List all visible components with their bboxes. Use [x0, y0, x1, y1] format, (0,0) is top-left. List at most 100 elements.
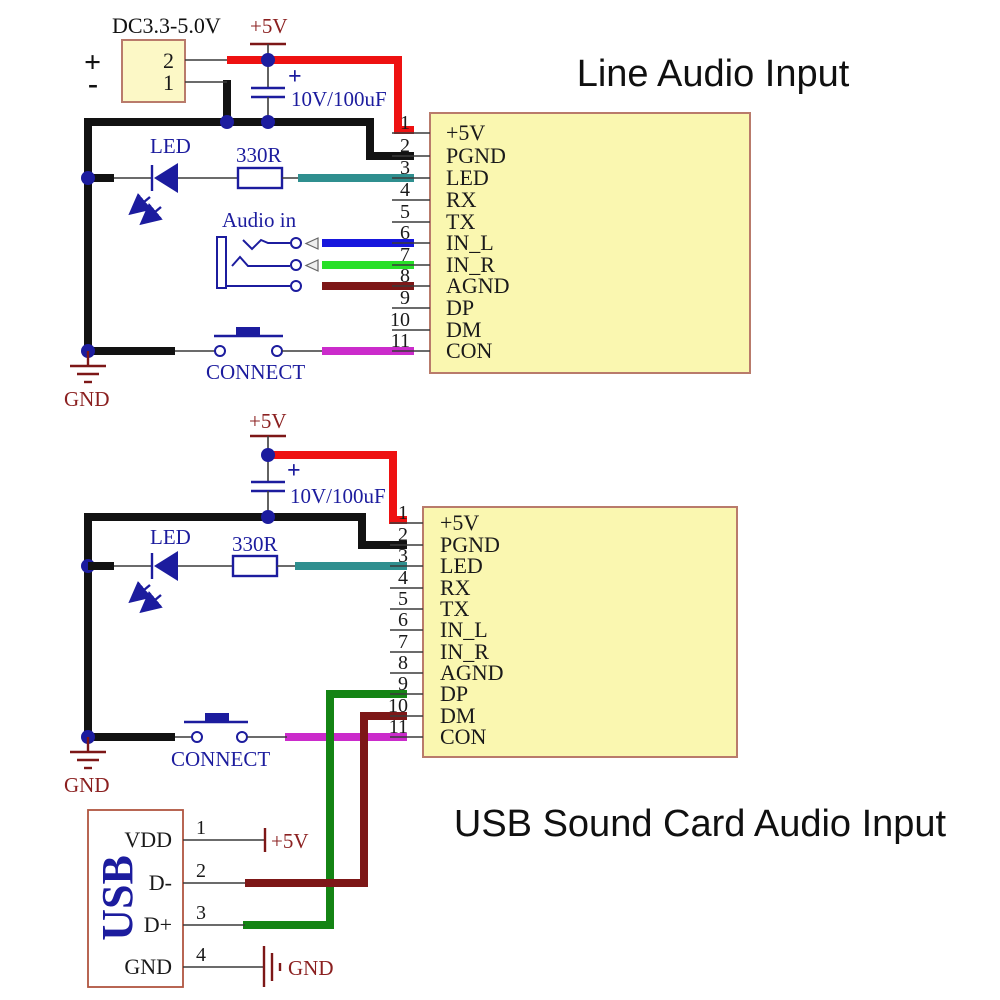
pin-label: CON: [446, 338, 493, 363]
jack-contact-terminal: [290, 237, 302, 249]
jack-contact-terminal: [290, 280, 302, 292]
top-5v-rail-label: +5V: [250, 14, 288, 38]
usb-pins: VDD 1 +5V D- 2 D+ 3 GND 4 GND: [124, 817, 334, 987]
bottom-module-box: [422, 506, 738, 758]
pin-label: IN_R: [440, 639, 489, 664]
usb-pin-number: 3: [196, 902, 206, 924]
usb-dp-wire: [243, 690, 407, 929]
top-led-emission-arrow: [139, 202, 163, 226]
junction-dot: [220, 115, 234, 129]
pin-label: DP: [446, 295, 474, 320]
dc-connector-box: [121, 39, 186, 103]
dc-pin1-number: 1: [163, 70, 174, 95]
usb-pin-name: GND: [124, 954, 172, 979]
pin-number: 5: [398, 588, 408, 610]
usb-dm-wire: [245, 712, 407, 887]
bottom-button-terminal: [236, 731, 248, 743]
top-resistor-body: [236, 166, 284, 190]
usb-pin-number: 4: [196, 944, 206, 966]
pin-number: 4: [398, 567, 408, 589]
signal-arrow-icon: [304, 237, 319, 250]
pin-number: 8: [400, 265, 410, 287]
bottom-cap-value: 10V/100uF: [290, 484, 386, 508]
pin-label: TX: [440, 596, 469, 621]
bottom-resistor-value: 330R: [232, 532, 278, 556]
pin-label: LED: [440, 553, 483, 578]
top-led-triangle: [154, 163, 178, 193]
pin-label: PGND: [440, 532, 500, 557]
pin-number: 5: [400, 201, 410, 223]
junction-dot: [81, 171, 95, 185]
pin-label: CON: [440, 724, 487, 749]
top-5v-wire: [227, 56, 414, 134]
pin-label: IN_R: [446, 252, 495, 277]
bottom-led-emission-arrow: [139, 590, 163, 614]
bottom-gnd-label: GND: [64, 773, 110, 797]
pin-number: 9: [400, 287, 410, 309]
pin-number: 10: [390, 309, 410, 331]
pin-label: PGND: [446, 143, 506, 168]
pin-label: DP: [440, 681, 468, 706]
top-button-terminal: [214, 345, 226, 357]
usb-pin-name: VDD: [124, 827, 172, 852]
usb-label: USB: [93, 855, 142, 941]
usb-pin-name: D+: [144, 912, 172, 937]
bottom-cap-polarity: +: [287, 458, 301, 484]
pin-number: 2: [400, 135, 410, 157]
pin-label: RX: [446, 187, 477, 212]
top-resistor-value: 330R: [236, 143, 282, 167]
top-module-box: [429, 112, 751, 374]
top-cap-polarity: +: [288, 64, 302, 90]
bottom-button-plunger: [205, 713, 229, 722]
pin-label: DM: [440, 703, 475, 728]
bottom-5v-wire: [268, 451, 407, 524]
pin-number: 11: [389, 716, 408, 738]
top-button-plunger: [236, 327, 260, 336]
dc-connector-label: DC3.3-5.0V: [112, 13, 221, 38]
usb-pin-name: D-: [149, 870, 172, 895]
pin-label: +5V: [446, 120, 485, 145]
junction-dot: [261, 53, 275, 67]
bottom-connect-label: CONNECT: [171, 747, 270, 771]
dc-pin2-number: 2: [163, 48, 174, 73]
pin-number: 11: [391, 330, 410, 352]
bottom-resistor-body: [231, 554, 279, 578]
pin-label: TX: [446, 209, 475, 234]
top-connect-label: CONNECT: [206, 360, 305, 384]
pin-number: 10: [388, 695, 408, 717]
audio-in-label: Audio in: [222, 208, 297, 232]
top-title: Line Audio Input: [577, 53, 850, 95]
pin-label: RX: [440, 575, 471, 600]
jack-contact-terminal: [290, 259, 302, 271]
bottom-led-triangle: [154, 551, 178, 581]
pin-number: 6: [400, 222, 410, 244]
pin-label: IN_L: [440, 617, 488, 642]
usb-connector-box: [87, 809, 184, 988]
bottom-5v-rail-label: +5V: [249, 409, 287, 433]
pin-number: 9: [398, 673, 408, 695]
pin-label: IN_L: [446, 230, 494, 255]
junction-dot: [261, 115, 275, 129]
audio-jack-body: [216, 236, 227, 289]
jack-tip-contact: [242, 238, 290, 251]
bottom-pgnd-backbone-wire: [84, 513, 407, 741]
pin-number: 7: [400, 244, 410, 266]
bottom-led-emission-arrow: [128, 580, 152, 604]
top-gnd-label: GND: [64, 387, 110, 411]
dc-plus-label: +: [84, 46, 101, 79]
usb-pin-number: 1: [196, 817, 206, 839]
pin-label: AGND: [440, 660, 504, 685]
pin-number: 1: [398, 502, 408, 524]
dc-minus-label: -: [88, 67, 98, 100]
top-button-terminal: [271, 345, 283, 357]
pin-label: LED: [446, 165, 489, 190]
pin-number: 3: [400, 157, 410, 179]
pin-label: +5V: [440, 510, 479, 535]
usb-gnd-net-label: GND: [288, 956, 334, 980]
pin-number: 4: [400, 179, 410, 201]
junction-dot: [261, 510, 275, 524]
pin-number: 3: [398, 545, 408, 567]
